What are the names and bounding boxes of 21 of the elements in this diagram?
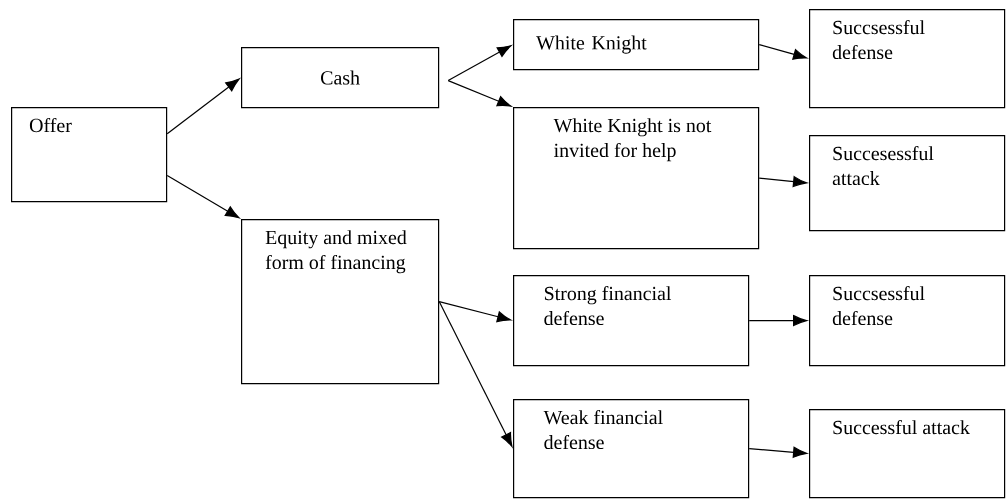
arrow	[758, 44, 808, 60]
process-box: Strong financial defense	[513, 275, 750, 367]
process-box: White Knight is not invited for help	[513, 107, 760, 250]
process-box: Weak financial defense	[513, 399, 750, 499]
arrow	[748, 315, 808, 327]
process-box: White Knight	[513, 19, 760, 71]
arrow	[748, 446, 808, 458]
process-box: Successful attack	[809, 409, 1006, 499]
process-box: Equity and mixed form of financing	[241, 219, 440, 385]
arrow	[166, 174, 240, 219]
arrow	[438, 301, 512, 323]
process-box: Succsessful defense	[809, 9, 1006, 109]
arrow	[166, 78, 240, 135]
process-box: Cash	[241, 47, 440, 109]
process-box: Succsessful defense	[809, 275, 1006, 367]
process-box: Offer	[11, 107, 168, 203]
arrow	[447, 45, 512, 82]
arrow	[447, 80, 512, 107]
arrow	[438, 301, 513, 447]
process-box: Succesessful attack	[809, 135, 1006, 232]
arrow	[758, 176, 808, 188]
